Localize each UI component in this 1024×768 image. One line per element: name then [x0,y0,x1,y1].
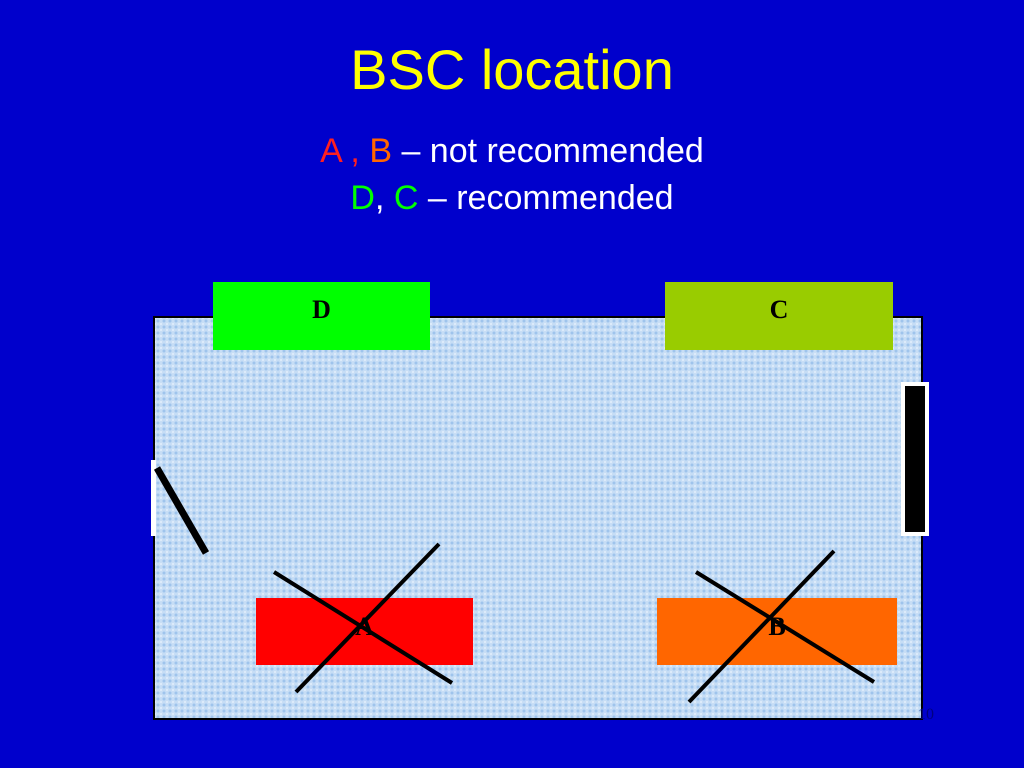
separator-text: , [340,132,370,170]
location-d-box: D [213,282,430,350]
label-a-text: A [320,132,341,170]
location-b-box: B [657,598,897,665]
location-a-box: A [256,598,473,665]
slide-title: BSC location [350,38,674,101]
right-door [901,382,929,536]
not-recommended-text: – not recommended [392,132,704,170]
label-c-text: C [393,179,419,217]
separator-text: , [374,179,394,217]
slide-number: 10 [918,706,934,723]
recommended-text: – recommended [418,179,674,217]
location-c-box: C [665,282,893,350]
label-b-text: B [369,132,392,170]
label-d-text: D [350,179,375,217]
left-door-opening [151,460,156,536]
recommended-line: D, C – recommended [0,177,1024,219]
not-recommended-line: A , B – not recommended [0,130,1024,172]
